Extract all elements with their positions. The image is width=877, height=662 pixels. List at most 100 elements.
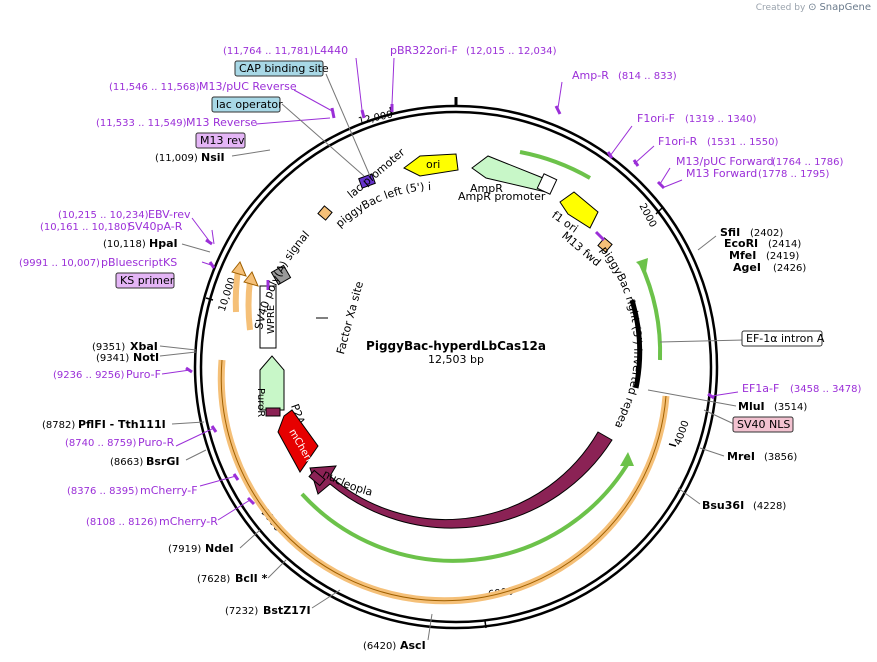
created-by-text: Created by <box>755 3 806 13</box>
orange-arc-outer <box>217 359 670 605</box>
site-name: MfeI <box>729 249 756 262</box>
primer-coords: (11,546 .. 11,568) <box>109 82 200 93</box>
primer-label: SV40pA-R <box>128 220 183 233</box>
site-name: AscI <box>400 639 426 652</box>
primer-label: M13 Reverse <box>186 116 257 129</box>
orange-arc-outer-core <box>220 359 667 602</box>
site-name: HpaI <box>149 237 178 250</box>
lbcpf1-arrow <box>309 431 613 529</box>
factor-xa-label: Factor Xa site <box>334 280 366 356</box>
primer-coords: (10,161 .. 10,180) <box>40 222 131 233</box>
site-pos: (11,009) <box>155 153 198 164</box>
cap-binding-label: CAP binding site <box>239 62 329 75</box>
m13-fwd-site <box>594 230 606 242</box>
primer-label: F1ori-F <box>637 112 675 125</box>
m13-rev-label: M13 rev <box>200 134 245 147</box>
primer-coords: (814 .. 833) <box>618 71 677 82</box>
site-pos: (8663) <box>110 457 143 468</box>
lac-operator-label: lac operator <box>216 98 283 111</box>
ks-primer-box <box>115 272 175 289</box>
snapgene-logo: ⊙ <box>808 2 817 13</box>
primer-coords: (10,215 .. 10,234) <box>58 210 149 221</box>
site-name: EcoRI <box>724 237 758 250</box>
primer-label: F1ori-R <box>658 135 698 148</box>
primer-leader-lines <box>161 57 739 521</box>
site-pos: (3856) <box>764 452 797 463</box>
mcherry-arrow <box>277 409 319 473</box>
plasmid-size: 12,503 bp <box>428 353 484 366</box>
snapgene-credit: Created by ⊙ SnapGene <box>756 2 871 13</box>
primer-label: Puro-R <box>138 436 175 449</box>
orange-arc-small1 <box>232 269 241 313</box>
primer-coords: (11,533 .. 11,549) <box>96 118 187 129</box>
primer-label: M13 Forward <box>686 167 757 180</box>
ks-primer-label: KS primer <box>120 274 175 287</box>
primer-coords: (3458 .. 3478) <box>790 384 862 395</box>
primer-label: EF1a-F <box>742 382 779 395</box>
green-arc-top <box>519 150 591 180</box>
green-arc-bottom <box>300 458 632 563</box>
p2a-box <box>265 407 281 417</box>
site-name: NotI <box>133 351 159 364</box>
lac-operator-mark <box>358 173 376 189</box>
site-name: PflFI - Tth111I <box>78 418 166 431</box>
primer-label: EBV-rev <box>148 208 191 221</box>
pb-left-mark <box>317 205 333 221</box>
site-name: BclI * <box>235 572 268 585</box>
primer-coords: (9991 .. 10,007) <box>19 258 100 269</box>
tick-4000: 4000 <box>673 419 692 447</box>
site-pos: (6420) <box>363 641 396 652</box>
primer-coords: (9236 .. 9256) <box>53 370 125 381</box>
puror-arrow <box>259 355 285 411</box>
ef1a-intron-label: EF-1α intron A <box>746 332 825 345</box>
sv40-nls-label: SV40 NLS <box>737 418 790 431</box>
site-pos: (9351) <box>92 342 125 353</box>
site-name: MreI <box>727 450 755 463</box>
site-name: Bsu36I <box>702 499 744 512</box>
site-name: NsiI <box>201 151 225 164</box>
site-name: AgeI <box>733 261 761 274</box>
site-name: SfiI <box>720 226 740 239</box>
orange-arrowhead2 <box>243 271 259 287</box>
ampr-promoter-box <box>536 173 558 195</box>
sv40-polya-box <box>270 264 292 286</box>
primer-coords: (12,015 .. 12,034) <box>466 46 557 57</box>
ori-label: ori <box>426 158 440 171</box>
ori-arrow <box>403 153 459 177</box>
lbcpf1-label: LbCpf1 <box>464 531 499 542</box>
site-pos: (7232) <box>225 606 258 617</box>
primer-coords: (8740 .. 8759) <box>65 438 137 449</box>
site-pos: (2414) <box>768 239 801 250</box>
np-nls-box <box>308 469 326 487</box>
site-leader-lines <box>159 73 745 641</box>
site-pos: (4228) <box>753 501 786 512</box>
orange-arrowhead1 <box>231 261 247 277</box>
primer-label: pBluescriptKS <box>101 256 177 269</box>
primer-label: mCherry-R <box>159 515 218 528</box>
primer-coords: (8376 .. 8395) <box>67 486 139 497</box>
wpre-label: WPRE <box>266 305 277 334</box>
site-name: MluI <box>738 400 765 413</box>
orange-arc-small2 <box>245 279 253 331</box>
primer-site-marks <box>185 104 715 506</box>
primer-coords: (1531 .. 1550) <box>707 137 779 148</box>
ampr-label: AmpR <box>470 182 503 195</box>
site-pos: (2426) <box>773 263 806 274</box>
cap-binding-box <box>234 60 324 77</box>
primer-label: M13/pUC Reverse <box>199 80 297 93</box>
sv40-nls-box <box>732 416 794 433</box>
m13-rev-box <box>195 132 246 149</box>
primer-label: mCherry-F <box>140 484 198 497</box>
site-name: NdeI <box>205 542 234 555</box>
lac-operator-box <box>211 96 281 113</box>
site-pos: (9341) <box>96 353 129 364</box>
primer-coords: (1764 .. 1786) <box>772 157 844 168</box>
site-pos: (7628) <box>197 574 230 585</box>
sv40-polya-label: SV40 poly(A) signal <box>252 228 312 330</box>
site-pos: (3514) <box>774 402 807 413</box>
plasmid-name: PiggyBac-hyperdLbCas12a <box>366 339 546 353</box>
primer-label: Amp-R <box>572 69 609 82</box>
site-pos: (2402) <box>750 228 783 239</box>
m13-fwd-label: M13 fwd <box>559 229 603 269</box>
